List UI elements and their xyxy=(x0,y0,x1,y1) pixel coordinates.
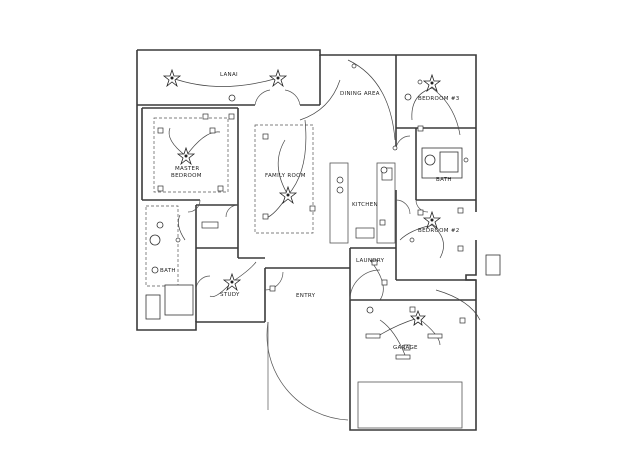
outlet-icon xyxy=(365,333,381,339)
ceiling-fan-icon xyxy=(410,309,426,326)
light-fixture-icon xyxy=(404,93,412,101)
switch-icon xyxy=(463,157,469,163)
outlet-icon xyxy=(379,219,386,226)
ceiling-fan-icon xyxy=(222,272,242,292)
outlet-icon xyxy=(228,113,235,120)
outlet-icon xyxy=(309,205,316,212)
label-bath-left: BATH xyxy=(160,268,176,274)
ceiling-fan-icon xyxy=(278,185,298,205)
light-fixtures xyxy=(151,93,412,314)
switch-icon xyxy=(392,145,398,151)
ceiling-fan-icon xyxy=(422,73,442,93)
light-fixture-icon xyxy=(151,266,159,274)
outlet-icon xyxy=(262,213,269,220)
label-kitchen: KITCHEN xyxy=(352,202,378,208)
label-bath-upper: BATH xyxy=(436,177,452,183)
light-fixture-icon xyxy=(380,166,388,174)
label-study: STUDY xyxy=(220,292,240,298)
outlet-icon xyxy=(201,221,219,229)
outlet-icon xyxy=(427,333,443,339)
label-master-bedroom-line2: BEDROOM xyxy=(171,173,202,179)
switch-icon xyxy=(175,237,181,243)
outlet-icon xyxy=(417,209,424,216)
switch-icon xyxy=(409,237,415,243)
ceiling-fan-icon xyxy=(422,210,442,230)
outlet-icon xyxy=(202,113,209,120)
wiring xyxy=(168,59,481,356)
ceiling-outlines xyxy=(145,117,314,287)
outlet-icon xyxy=(457,207,464,214)
interior-walls xyxy=(137,55,476,322)
ceiling-fan-icon xyxy=(268,68,288,88)
ceiling-fan-icon xyxy=(176,146,196,166)
light-fixture-icon xyxy=(366,306,374,314)
label-laundry: LAUNDRY xyxy=(356,258,385,264)
label-master-bedroom-line1: MASTER xyxy=(175,166,199,172)
label-bedroom-3: BEDROOM #3 xyxy=(418,96,460,102)
outlet-icon xyxy=(417,125,424,132)
exterior-walls xyxy=(136,49,477,431)
outlet-icon xyxy=(457,245,464,252)
switch-icon xyxy=(417,79,423,85)
outlet-icon xyxy=(217,185,224,192)
light-fixture-icon xyxy=(228,94,236,102)
outlet-icon xyxy=(262,133,269,140)
label-dining-area: DINING AREA xyxy=(340,91,380,97)
outlet-icon xyxy=(269,285,276,292)
devices xyxy=(157,63,469,360)
ceiling-fan-icon xyxy=(162,68,182,88)
outlet-icon xyxy=(395,354,411,360)
outlet-icon xyxy=(403,344,411,351)
outlet-icon xyxy=(459,317,466,324)
outlet-icon xyxy=(157,185,164,192)
kitchen-counters xyxy=(329,162,396,244)
outlet-icon xyxy=(209,127,216,134)
outlet-icon xyxy=(157,127,164,134)
outlet-icon xyxy=(381,279,388,286)
door-swings xyxy=(187,89,429,421)
label-garage: GARAGE xyxy=(393,345,418,351)
garage-door xyxy=(357,381,463,429)
ceiling-fans xyxy=(162,68,442,326)
label-family-room: FAMILY ROOM xyxy=(265,173,306,179)
room-labels: LANAI DINING AREA BEDROOM #3 MASTER BEDR… xyxy=(160,72,460,351)
outlet-icon xyxy=(371,259,378,266)
switch-icon xyxy=(351,63,357,69)
light-fixture-icon xyxy=(156,221,164,229)
label-bedroom-2: BEDROOM #2 xyxy=(418,228,460,234)
bath-fixtures xyxy=(145,147,501,320)
label-lanai: LANAI xyxy=(220,72,238,78)
label-entry: ENTRY xyxy=(296,293,316,299)
outlet-icon xyxy=(409,306,416,313)
